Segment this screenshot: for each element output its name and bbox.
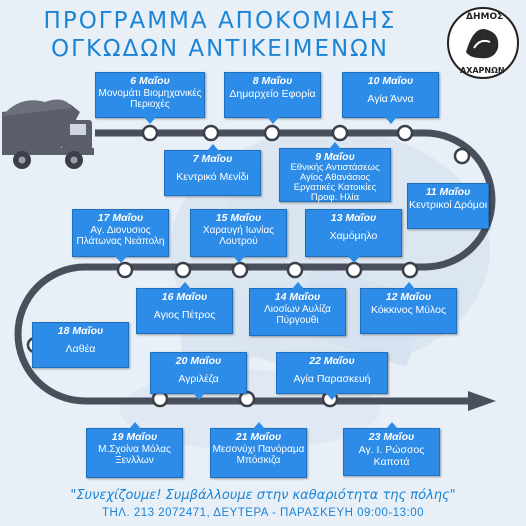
- schedule-box-may-17: 17 Μαΐου Αγ. Διονυσιος Πλάτωνας Νεάπολη: [72, 209, 169, 263]
- schedule-box-may-12: 12 Μαΐου Κόκκινος Μύλος: [360, 282, 457, 334]
- schedule-place: Κόκκινος Μύλος: [370, 304, 447, 316]
- arrow-right-icon: [468, 391, 496, 411]
- contact-info: ΤΗΛ. 213 2072471, ΔΕΥΤΕΡΑ - ΠΑΡΑΣΚΕΥΗ 09…: [101, 507, 425, 519]
- schedule-place: Μ.Σχοίνα Μόλας Ξενλλων: [98, 444, 171, 466]
- schedule-box-may-7: 7 Μαΐου Κεντρικό Μενίδι: [164, 144, 261, 196]
- schedule-date: 20 Μαΐου: [175, 355, 222, 367]
- schedule-place: Αγ. Διονυσιος Πλάτωνας Νεάπολη: [76, 225, 165, 247]
- schedule-place: Αγριλέζα: [178, 373, 219, 385]
- schedule-box-may-10: 10 Μαΐου Αγία Άννα: [342, 72, 439, 124]
- schedule-box-may-21: 21 Μαΐου Μεσονύχι Πανόραμα Μπόσκιζα: [210, 422, 307, 478]
- schedule-box-may-16: 16 Μαΐου Αγιος Πέτρος: [136, 282, 233, 334]
- schedule-date: 13 Μαΐου: [330, 212, 377, 224]
- schedule-date: 6 Μαΐου: [130, 75, 170, 87]
- schedule-date: 14 Μαΐου: [274, 291, 321, 303]
- schedule-place: Χαμόμηλο: [329, 230, 378, 242]
- schedule-date: 17 Μαΐου: [97, 212, 144, 224]
- dump-truck-icon: [2, 99, 94, 169]
- schedule-place: Μεσονύχι Πανόραμα Μπόσκιζα: [212, 444, 305, 466]
- schedule-box-may-11: 11 Μαΐου Κεντρικοί Δρόμοι: [407, 183, 489, 229]
- schedule-place: Εθνικής Αντιστάσεως Αγίος Αθανάσιος Εργα…: [290, 162, 380, 203]
- schedule-box-may-18: 18 Μαΐου Λαθέα: [32, 322, 129, 368]
- schedule-date: 11 Μαΐου: [425, 186, 471, 198]
- schedule-place: Αγιος Πέτρος: [153, 309, 216, 321]
- schedule-place: Κεντρικοί Δρόμοι: [408, 199, 488, 211]
- schedule-box-may-19: 19 Μαΐου Μ.Σχοίνα Μόλας Ξενλλων: [86, 422, 183, 478]
- schedule-date: 10 Μαΐου: [367, 75, 414, 87]
- schedule-box-may-8: 8 Μαΐου Δημαρχείο Εφορία: [224, 72, 321, 124]
- schedule-place: Αγία Άννα: [367, 93, 414, 105]
- page-title-line-2: ΟΓΚΩΔΩΝ ΑΝΤΙΚΕΙΜΕΝΩΝ: [51, 36, 389, 62]
- schedule-date: 16 Μαΐου: [161, 291, 208, 303]
- schedule-place: Μονομάτι Βιομηχανικές Περιοχές: [98, 88, 202, 110]
- schedule-box-may-13: 13 Μαΐου Χαμόμηλο: [305, 209, 402, 263]
- municipality-seal-icon: [447, 7, 519, 79]
- road-path: [14, 129, 496, 405]
- schedule-box-may-22: 22 Μαΐου Αγία Παρασκευή: [276, 352, 388, 400]
- schedule-date: 18 Μαΐου: [57, 325, 104, 337]
- schedule-date: 8 Μαΐου: [252, 75, 293, 87]
- schedule-date: 19 Μαΐου: [111, 431, 158, 443]
- schedule-box-may-9: 9 Μαΐου Εθνικής Αντιστάσεως Αγίος Αθανάσ…: [279, 142, 391, 203]
- municipality-logo: ΔΗΜΟΣ ΑΧΑΡΝΩΝ: [444, 4, 522, 82]
- schedule-box-may-14: 14 Μαΐου Λιοσίων Αυλίζα Πύργουθι: [249, 282, 346, 336]
- schedule-place: Λαθέα: [65, 343, 96, 355]
- schedule-date: 21 Μαΐου: [235, 431, 282, 443]
- logo-bottom-text: ΑΧΑΡΝΩΝ: [460, 66, 505, 75]
- schedule-date: 22 Μαΐου: [309, 355, 355, 367]
- page-title-line-1: ΠΡΟΓΡΑΜΜΑ ΑΠΟΚΟΜΙΔΗΣ: [43, 8, 397, 34]
- schedule-place: Λιοσίων Αυλίζα Πύργουθι: [264, 304, 331, 326]
- schedule-date: 12 Μαΐου: [385, 291, 432, 303]
- schedule-date: 23 Μαΐου: [368, 431, 415, 443]
- schedule-box-may-15: 15 Μαΐου Χαραυγή Ιωνίας Λουτρού: [190, 209, 287, 263]
- schedule-date: 7 Μαΐου: [192, 153, 233, 165]
- slogan-text: "Συνεχίζουμε! Συμβάλλουμε στην καθαριότη…: [70, 488, 456, 503]
- schedule-box-may-23: 23 Μαΐου Αγ. Ι. Ρώσσος Καποτά: [343, 422, 440, 476]
- schedule-place: Χαραυγή Ιωνίας Λουτρού: [202, 225, 275, 247]
- schedule-place: Δημαρχείο Εφορία: [229, 88, 316, 100]
- schedule-place: Κεντρικό Μενίδι: [176, 171, 249, 183]
- schedule-box-may-20: 20 Μαΐου Αγριλέζα: [150, 352, 247, 400]
- schedule-date: 9 Μαΐου: [315, 151, 355, 163]
- schedule-box-may-6: 6 Μαΐου Μονομάτι Βιομηχανικές Περιοχές: [95, 72, 205, 124]
- schedule-place: Αγία Παρασκευή: [293, 373, 371, 385]
- logo-top-text: ΔΗΜΟΣ: [466, 12, 504, 22]
- schedule-date: 15 Μαΐου: [215, 212, 262, 224]
- schedule-place: Αγ. Ι. Ρώσσος Καποτά: [358, 444, 425, 468]
